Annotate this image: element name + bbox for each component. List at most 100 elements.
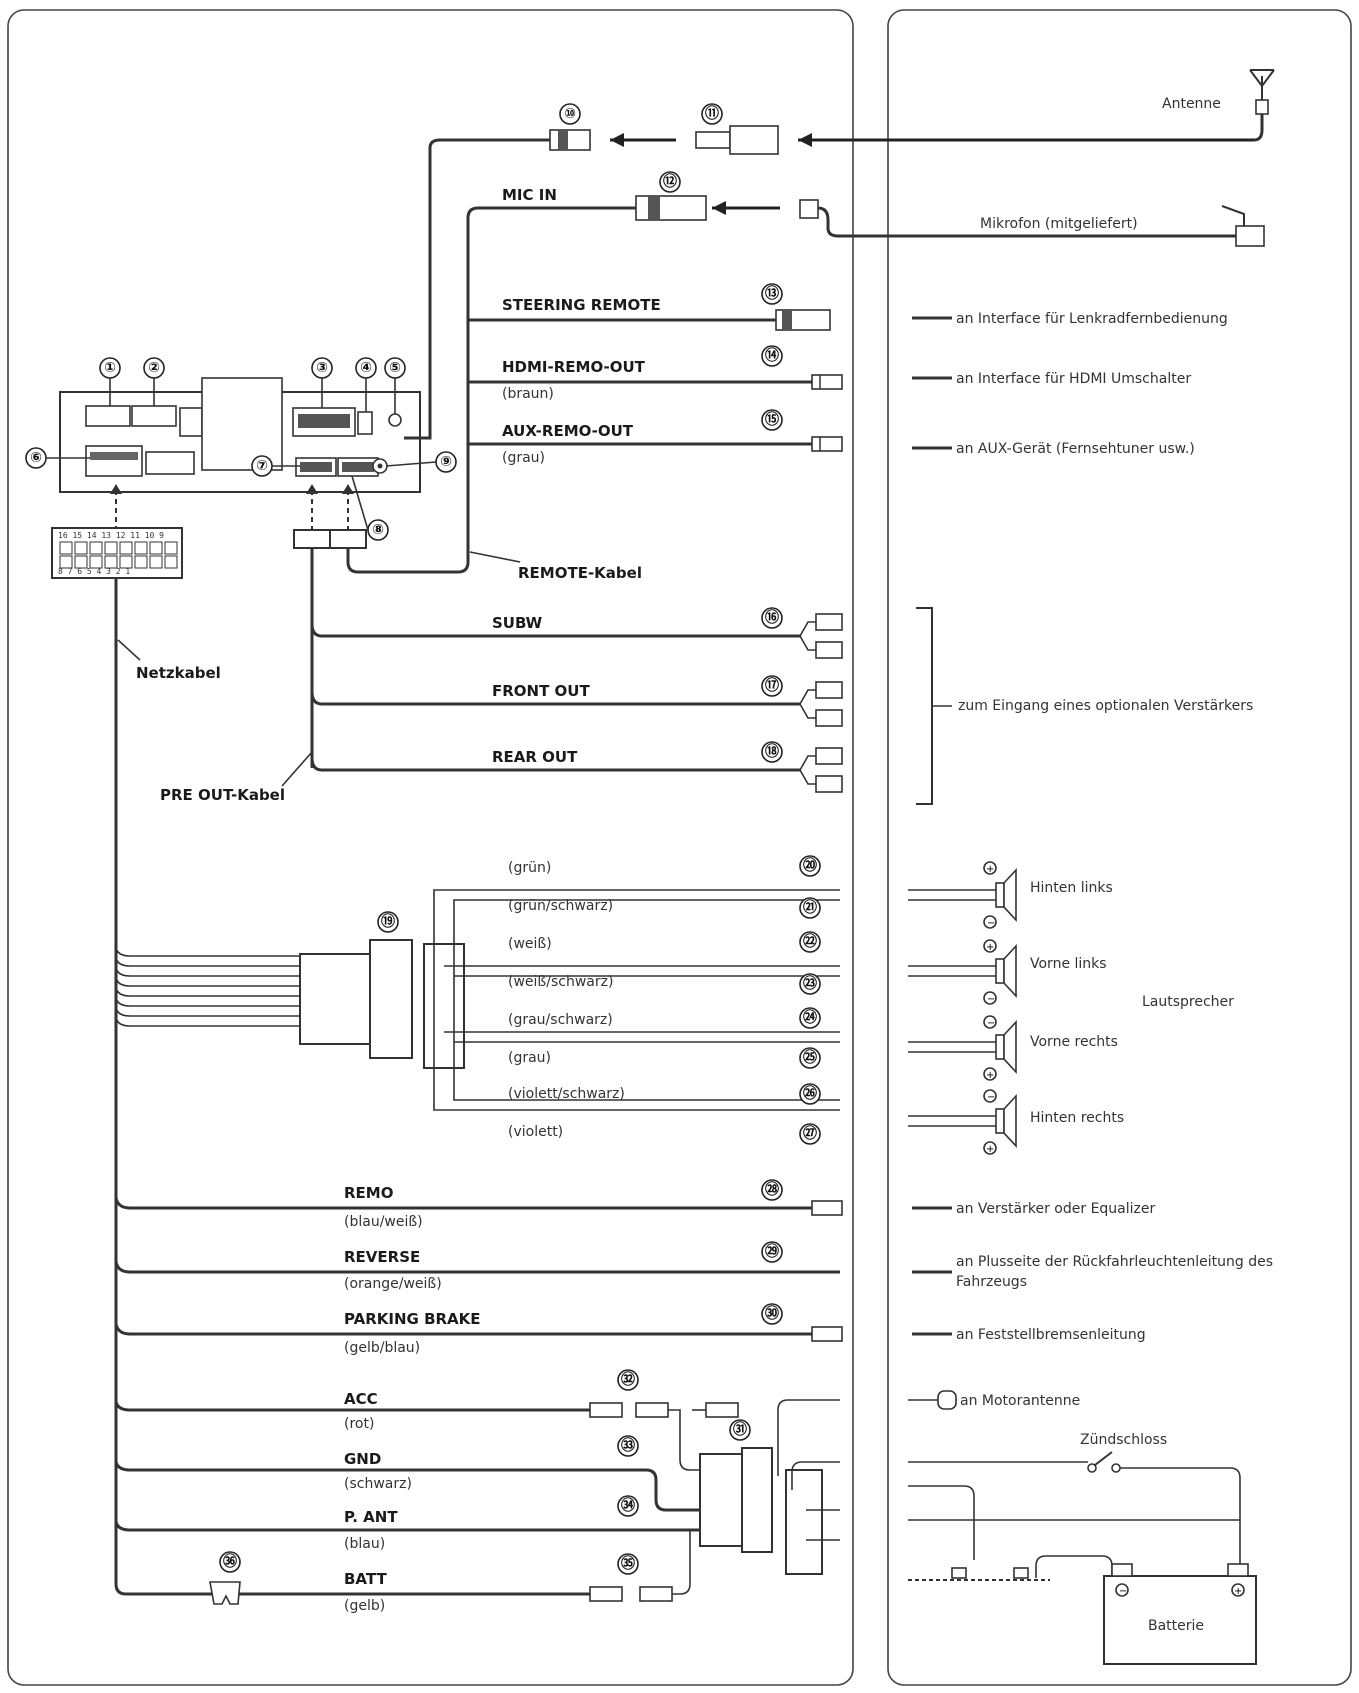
callout-34: ㉞ (621, 1497, 635, 1514)
callout-36: ㊱ (223, 1553, 237, 1570)
svg-text:+: + (986, 942, 994, 953)
reverse-line-2: Fahrzeugs (956, 1274, 1027, 1290)
callout-18: ⑱ (765, 743, 779, 760)
wire-grau: (grau) (508, 1050, 551, 1066)
callout-10: ⑩ (564, 106, 576, 122)
front-left-label: Vorne links (1030, 956, 1107, 972)
pre-out-cable-label: PRE OUT-Kabel (160, 786, 285, 804)
svg-text:−: − (1119, 1586, 1127, 1597)
callout-22: ㉒ (803, 933, 817, 950)
callout-29: ㉙ (765, 1243, 779, 1260)
left-panel (7, 9, 854, 1686)
callout-32: ㉜ (621, 1371, 635, 1388)
steering-remote-label: STEERING REMOTE (502, 296, 661, 314)
callout-30: ㉚ (765, 1305, 779, 1322)
callout-25: ㉕ (803, 1049, 817, 1066)
acc-color-label: (rot) (344, 1416, 374, 1432)
netzkabel-label: Netzkabel (136, 664, 221, 682)
mic-in-label: MIC IN (502, 186, 557, 204)
motor-antenna-label: an Motorantenne (960, 1393, 1080, 1409)
wire-weiss: (weiß) (508, 936, 552, 952)
steering-interface-label: an Interface für Lenkradfernbedienung (956, 311, 1228, 327)
speaker-wires (433, 889, 840, 1111)
parking-line-label: an Feststellbremsenleitung (956, 1327, 1146, 1343)
batt-color-label: (gelb) (344, 1598, 385, 1614)
wire-gruen-schwarz: (grün/schwarz) (508, 898, 613, 914)
svg-text:−: − (987, 1018, 995, 1029)
callout-33: ㉝ (621, 1437, 635, 1454)
reverse-label: REVERSE (344, 1248, 420, 1266)
wire-weiss-schwarz: (weiß/schwarz) (508, 974, 613, 990)
battery-label: Batterie (1148, 1618, 1204, 1634)
svg-text:+: + (1234, 1586, 1242, 1597)
callout-17: ⑰ (765, 677, 779, 694)
callout-26: ㉖ (803, 1085, 817, 1102)
microphone-label: Mikrofon (mitgeliefert) (980, 216, 1138, 232)
svg-text:−: − (987, 1092, 995, 1103)
pin-numbers-top: 16 15 14 13 12 11 10 9 (58, 531, 164, 540)
aux-color-label: (grau) (502, 450, 545, 466)
callout-12: ⑫ (663, 173, 677, 190)
callout-9: ⑨ (440, 454, 452, 470)
ground-symbols (908, 1567, 1050, 1581)
batt-label: BATT (344, 1570, 387, 1588)
svg-text:+: + (986, 1144, 994, 1155)
right-panel (887, 9, 1352, 1686)
callout-5: ⑤ (389, 360, 401, 376)
wire-gruen: (grün) (508, 860, 551, 876)
remo-label: REMO (344, 1184, 393, 1202)
unit-callouts: ① ② ③ ④ ⑤ ⑥ ⑦ ⑧ ⑨ (25, 357, 457, 541)
reverse-color-label: (orange/weiß) (344, 1276, 442, 1292)
callout-20: ⑳ (803, 857, 817, 874)
ignition-label: Zündschloss (1080, 1432, 1167, 1448)
hdmi-interface-label: an Interface für HDMI Umschalter (956, 371, 1191, 387)
callout-24: ㉔ (803, 1009, 817, 1026)
callout-31: ㉛ (733, 1421, 747, 1438)
wire-violett-schwarz: (violett/schwarz) (508, 1086, 625, 1102)
subw-label: SUBW (492, 614, 543, 632)
pin-numbers-bottom: 8 7 6 5 4 3 2 1 (58, 567, 130, 576)
callout-6: ⑥ (30, 450, 42, 466)
callout-11: ⑪ (705, 105, 719, 122)
callout-4: ④ (360, 360, 372, 376)
svg-text:−: − (987, 918, 995, 929)
callout-21: ㉑ (803, 899, 817, 916)
speakers-label: Lautsprecher (1142, 994, 1234, 1010)
svg-text:+: + (986, 1070, 994, 1081)
wire-violett: (violett) (508, 1124, 563, 1140)
callout-2: ② (148, 360, 160, 376)
callout-16: ⑯ (765, 609, 779, 626)
callout-3: ③ (316, 360, 328, 376)
hdmi-remo-out-label: HDMI-REMO-OUT (502, 358, 646, 376)
rear-left-label: Hinten links (1030, 880, 1113, 896)
pant-color-label: (blau) (344, 1536, 385, 1552)
gnd-color-label: (schwarz) (344, 1476, 412, 1492)
aux-remo-out-label: AUX-REMO-OUT (502, 422, 634, 440)
acc-label: ACC (344, 1390, 378, 1408)
remo-color-label: (blau/weiß) (344, 1214, 423, 1230)
callout-19: ⑲ (381, 913, 395, 930)
reverse-line-1: an Plusseite der Rückfahrleuchtenleitung… (956, 1254, 1273, 1270)
parking-color-label: (gelb/blau) (344, 1340, 420, 1356)
wire-grau-schwarz: (grau/schwarz) (508, 1012, 613, 1028)
callout-15: ⑮ (765, 411, 779, 428)
rear-right-label: Hinten rechts (1030, 1110, 1124, 1126)
rca-plugs (799, 613, 843, 793)
aux-device-label: an AUX-Gerät (Fernsehtuner usw.) (956, 441, 1195, 457)
callout-28: ㉘ (765, 1181, 779, 1198)
gnd-label: GND (344, 1450, 381, 1468)
callout-14: ⑭ (765, 347, 779, 364)
callout-1: ① (104, 360, 116, 376)
remote-cable-label: REMOTE-Kabel (518, 564, 642, 582)
callout-8: ⑧ (372, 522, 384, 538)
parking-brake-label: PARKING BRAKE (344, 1310, 481, 1328)
battery-icon: − + (1103, 1563, 1257, 1665)
speaker-bundle (115, 939, 413, 1059)
amp-eq-label: an Verstärker oder Equalizer (956, 1201, 1156, 1217)
speakers: + − + − − + − + (908, 861, 1017, 1155)
pant-label: P. ANT (344, 1508, 398, 1526)
rear-out-label: REAR OUT (492, 748, 578, 766)
hdmi-color-label: (braun) (502, 386, 554, 402)
callout-23: ㉓ (803, 975, 817, 992)
